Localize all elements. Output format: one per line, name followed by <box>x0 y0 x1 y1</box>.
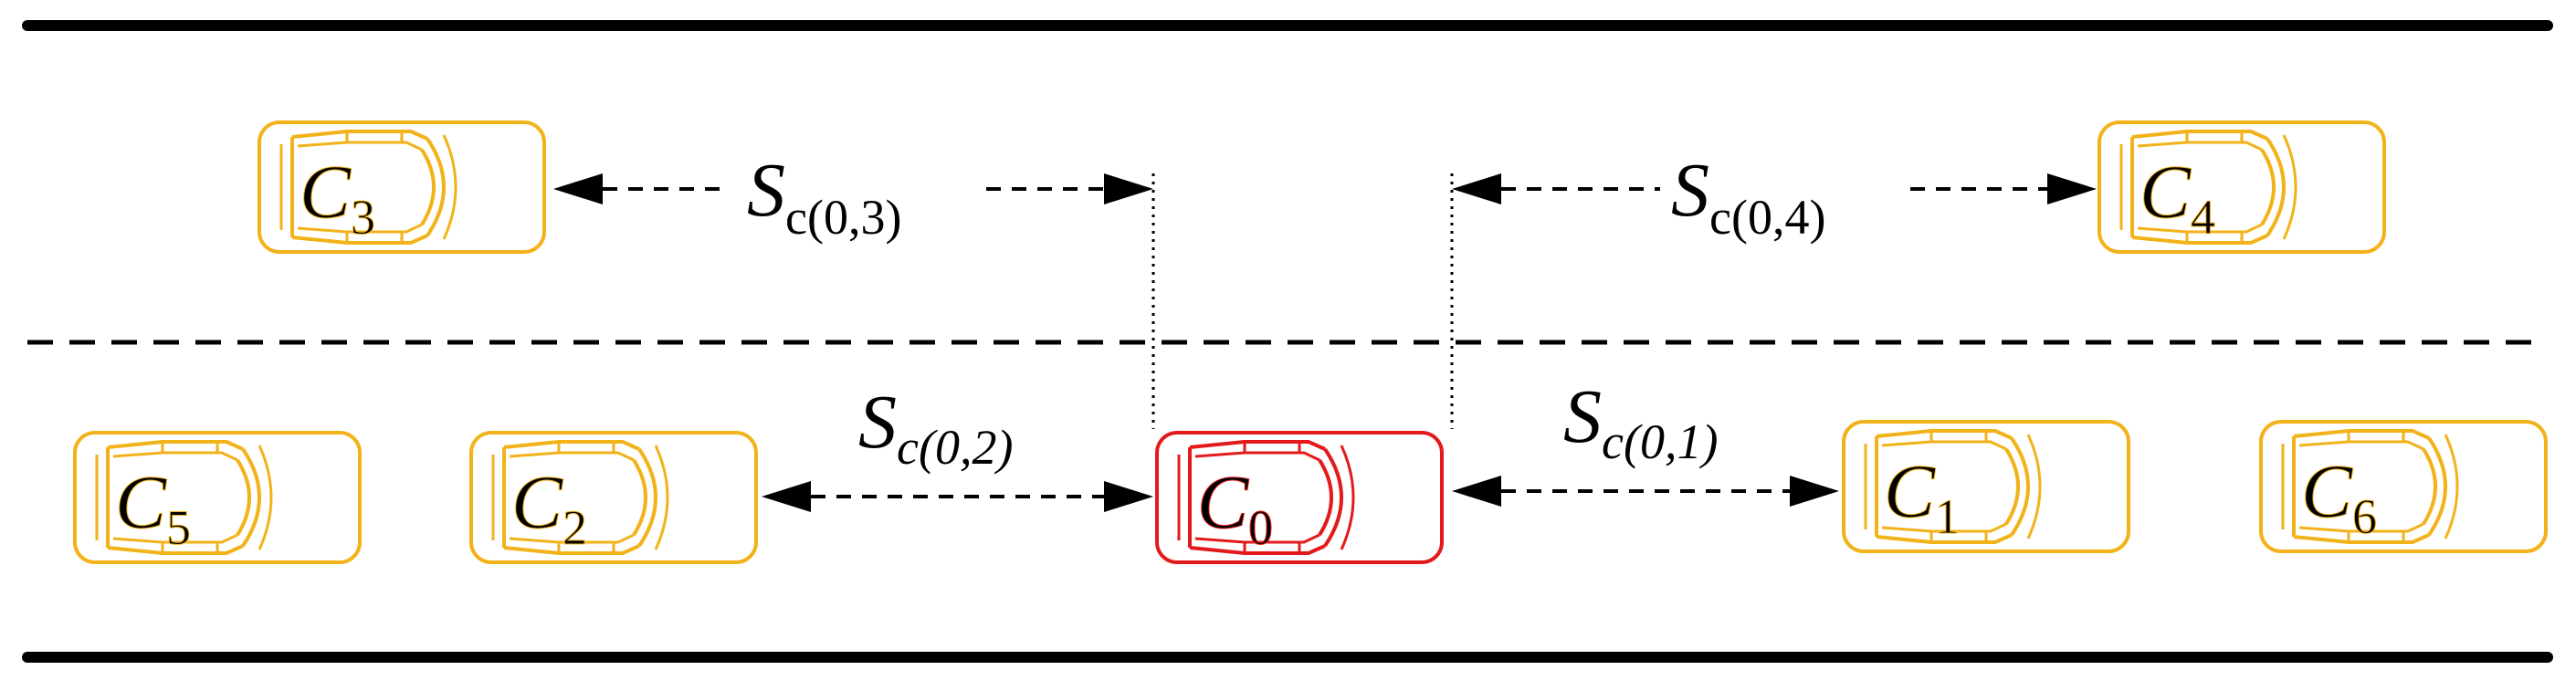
distance-label-0-2: Sc(0,2) <box>858 380 1013 475</box>
distance-arrow-0-2 <box>762 481 1153 512</box>
vehicle-c6: C6 <box>2259 420 2548 553</box>
vehicle-label-c5: C5 <box>115 460 191 555</box>
vehicle-c2: C2 <box>469 431 758 564</box>
distance-arrow-0-4 <box>1452 173 2097 204</box>
vehicle-label-c1: C1 <box>1884 449 1960 544</box>
vehicle-label-c0: C0 <box>1197 460 1273 555</box>
vehicle-label-c6: C6 <box>2301 449 2377 544</box>
label-bg-0-4 <box>1660 137 1907 237</box>
distance-arrow-0-3 <box>553 173 1153 204</box>
distance-label-0-1: Sc(0,1) <box>1563 374 1718 469</box>
vehicle-c5: C5 <box>73 431 362 564</box>
vehicle-c1: C1 <box>1842 420 2130 553</box>
distance-arrow-0-1 <box>1452 476 1839 507</box>
distance-label-0-4: Sc(0,4) <box>1671 148 1825 245</box>
vehicle-label-c4: C4 <box>2140 150 2215 245</box>
distance-label-0-3: Sc(0,3) <box>747 148 901 245</box>
vehicle-c3: C3 <box>258 120 546 254</box>
vehicle-c0-ego: C0 <box>1155 431 1444 564</box>
vehicle-c4: C4 <box>2098 120 2386 254</box>
label-bg-0-3 <box>731 137 977 237</box>
vehicle-label-c3: C3 <box>300 150 375 245</box>
vehicle-label-c2: C2 <box>511 460 587 555</box>
